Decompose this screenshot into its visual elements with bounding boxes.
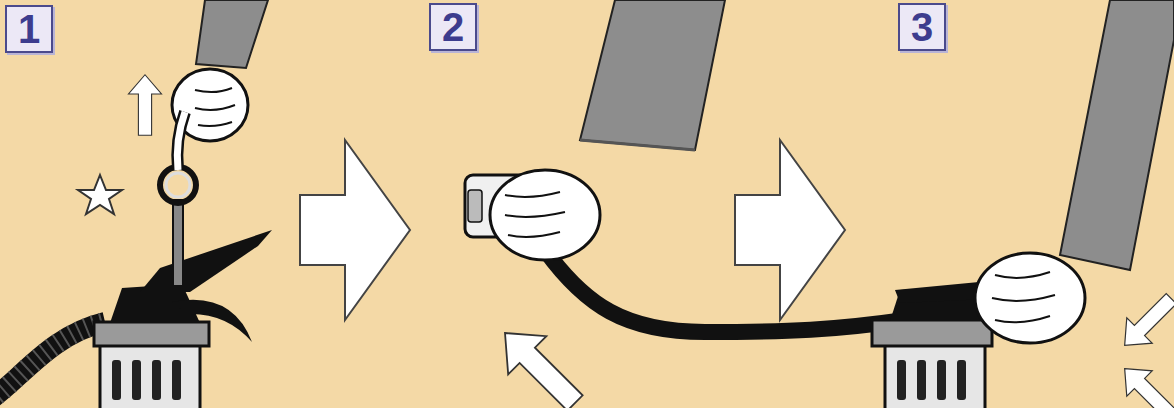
step-arrow bbox=[735, 140, 845, 320]
step-number-box: 3 bbox=[898, 3, 946, 51]
step-number: 1 bbox=[18, 9, 40, 49]
aim-nozzle-illustration bbox=[465, 0, 905, 408]
pull-pin-illustration bbox=[0, 0, 272, 408]
step-number-box: 2 bbox=[429, 3, 477, 51]
step-arrow bbox=[300, 140, 410, 320]
step-number-box: 1 bbox=[5, 5, 53, 53]
step-number: 2 bbox=[442, 7, 464, 47]
step-number: 3 bbox=[911, 7, 933, 47]
squeeze-lever-illustration bbox=[872, 0, 1174, 408]
